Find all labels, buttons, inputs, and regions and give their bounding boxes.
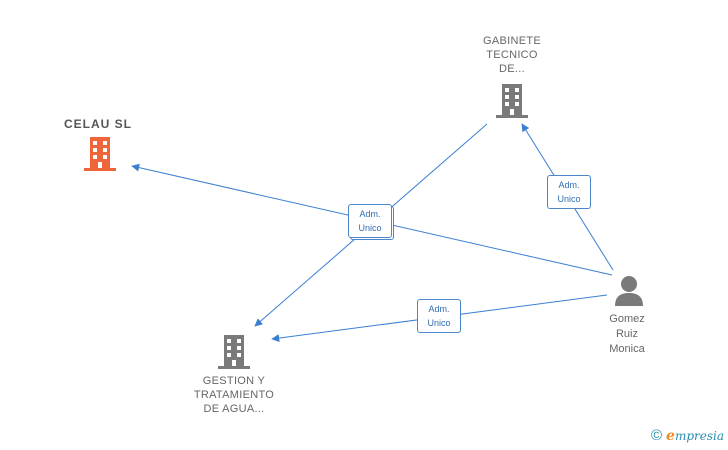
- building-icon[interactable]: [496, 84, 528, 118]
- node-label-celau[interactable]: CELAU SL: [64, 117, 132, 131]
- node-label-gabinete[interactable]: GABINETE TECNICO DE...: [482, 35, 542, 75]
- edge-label-role: Adm.: [359, 209, 381, 219]
- brand-logo[interactable]: empresia: [666, 428, 724, 444]
- copyright-icon: ©: [650, 427, 663, 444]
- brand-name: mpresia: [674, 428, 724, 443]
- edge-label-center[interactable]: Adm. Unico: [348, 204, 392, 238]
- edge-label-type: Unico: [358, 223, 382, 233]
- building-icon[interactable]: [84, 137, 116, 171]
- brand-initial: e: [666, 427, 675, 444]
- edge-label-role: Adm.: [428, 304, 450, 314]
- edge-label-type: Unico: [427, 318, 451, 328]
- edge-label-gabinete[interactable]: Adm. Unico: [547, 175, 591, 209]
- node-label-gomez[interactable]: Gomez Ruiz Monica: [609, 313, 645, 355]
- node-label-gestion[interactable]: GESTION Y TRATAMIENTO DE AGUA...: [193, 375, 275, 415]
- edge-label-type: Unico: [557, 194, 581, 204]
- edge-label-gestion[interactable]: Adm. Unico: [417, 299, 461, 333]
- brand-footer: © empresia: [651, 427, 724, 444]
- person-icon[interactable]: [615, 276, 643, 306]
- edge-label-role: Adm.: [558, 180, 580, 190]
- building-icon[interactable]: [218, 335, 250, 369]
